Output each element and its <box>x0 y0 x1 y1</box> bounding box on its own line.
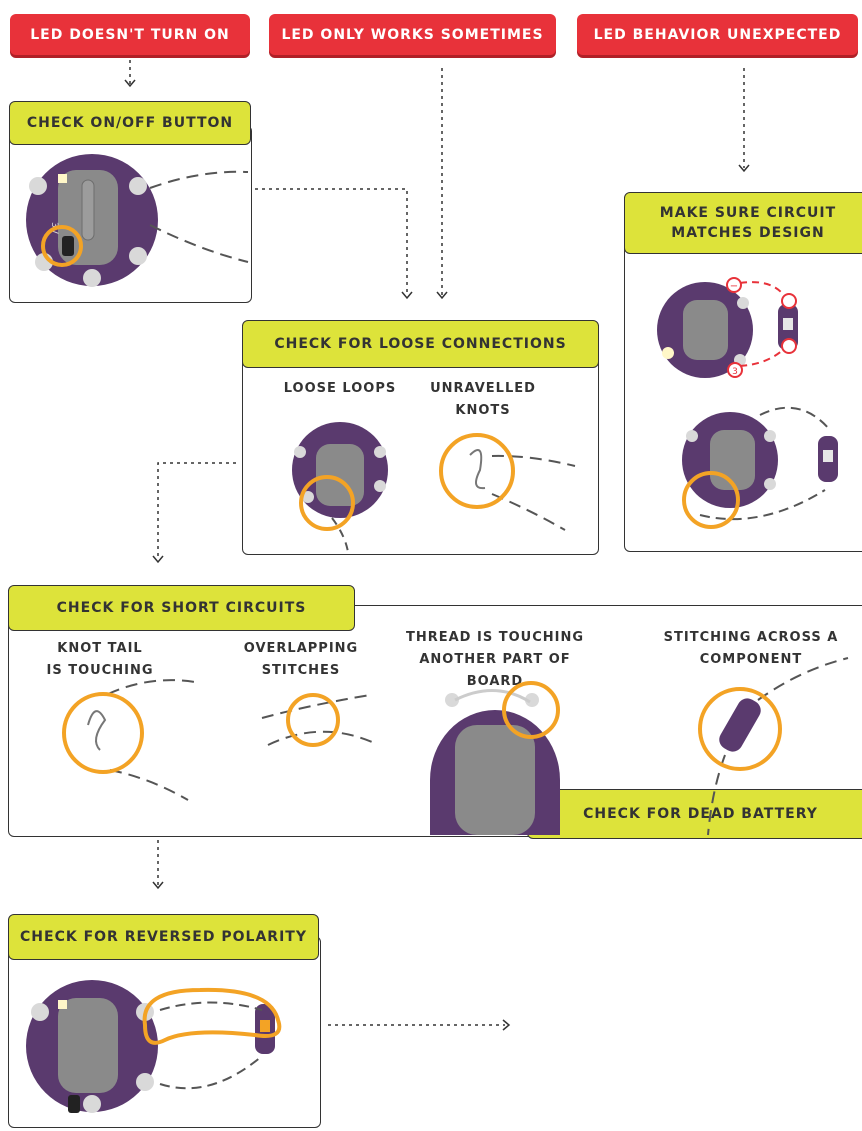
lilypad-board-polarity <box>26 980 158 1113</box>
loose-loops-label: LOOSE LOOPS <box>283 381 397 396</box>
match-design-header: MAKE SURE CIRCUIT MATCHES DESIGN <box>624 192 862 254</box>
knot-tail-highlight <box>62 692 144 774</box>
polarity-highlight <box>142 987 282 1045</box>
lilypad-board-design-top <box>657 282 753 378</box>
thread-touching-label: THREAD IS TOUCHING ANOTHER PART OF BOARD <box>405 630 585 689</box>
on-off-switch-highlight <box>41 225 83 267</box>
flow-connectors <box>129 60 745 1026</box>
knot-icon <box>469 449 486 490</box>
arrowhead-icon <box>738 164 750 173</box>
arrowheads <box>124 79 750 1031</box>
symptom-led-behavior-unexpected: LED BEHAVIOR UNEXPECTED <box>577 14 858 55</box>
symptom-led-doesnt-turn-on: LED DOESN'T TURN ON <box>10 14 250 55</box>
check-on-off-header: CHECK ON/OFF BUTTON <box>9 101 251 145</box>
symptom-led-only-works-sometimes: LED ONLY WORKS SOMETIMES <box>269 14 556 55</box>
overlapping-stitches-label: OVERLAPPING STITCHES <box>243 641 359 678</box>
thread-touch-highlight <box>502 681 560 739</box>
knot-tail-label: KNOT TAIL IS TOUCHING <box>46 641 154 678</box>
arrowhead-icon <box>401 291 413 300</box>
arrowhead-icon <box>152 881 164 890</box>
loose-loops-highlight <box>299 475 355 531</box>
design-highlight <box>682 471 740 529</box>
negative-marker: − <box>730 281 738 292</box>
overlap-highlight <box>286 693 340 747</box>
lilypad-board-onoff: 3V <box>26 154 158 287</box>
short-circuits-header: CHECK FOR SHORT CIRCUITS <box>8 585 355 631</box>
reversed-polarity-header: CHECK FOR REVERSED POLARITY <box>8 914 319 960</box>
knots-highlight <box>439 433 515 509</box>
connector-onoff-to-loose <box>255 188 408 296</box>
stitching-across-label: STITCHING ACROSS A COMPONENT <box>663 630 839 667</box>
across-component-highlight <box>698 687 782 771</box>
dead-battery-header: CHECK FOR DEAD BATTERY <box>527 789 862 839</box>
check-loose-header: CHECK FOR LOOSE CONNECTIONS <box>242 320 599 368</box>
lilypad-board-design-bottom <box>682 412 778 508</box>
arrowhead-icon <box>124 79 136 88</box>
arrowhead-icon <box>436 291 448 300</box>
connector-loose-to-short <box>157 462 236 560</box>
arrowhead-icon <box>152 555 164 564</box>
thread-line <box>149 170 249 189</box>
lilypad-board-loose <box>292 422 388 518</box>
arrowhead-icon <box>502 1019 511 1031</box>
unravelled-knots-label: UNRAVELLED KNOTS <box>430 381 536 418</box>
pin-three-marker: 3 <box>732 367 738 377</box>
thread-line <box>149 224 249 263</box>
lilypad-board-short <box>430 693 560 835</box>
